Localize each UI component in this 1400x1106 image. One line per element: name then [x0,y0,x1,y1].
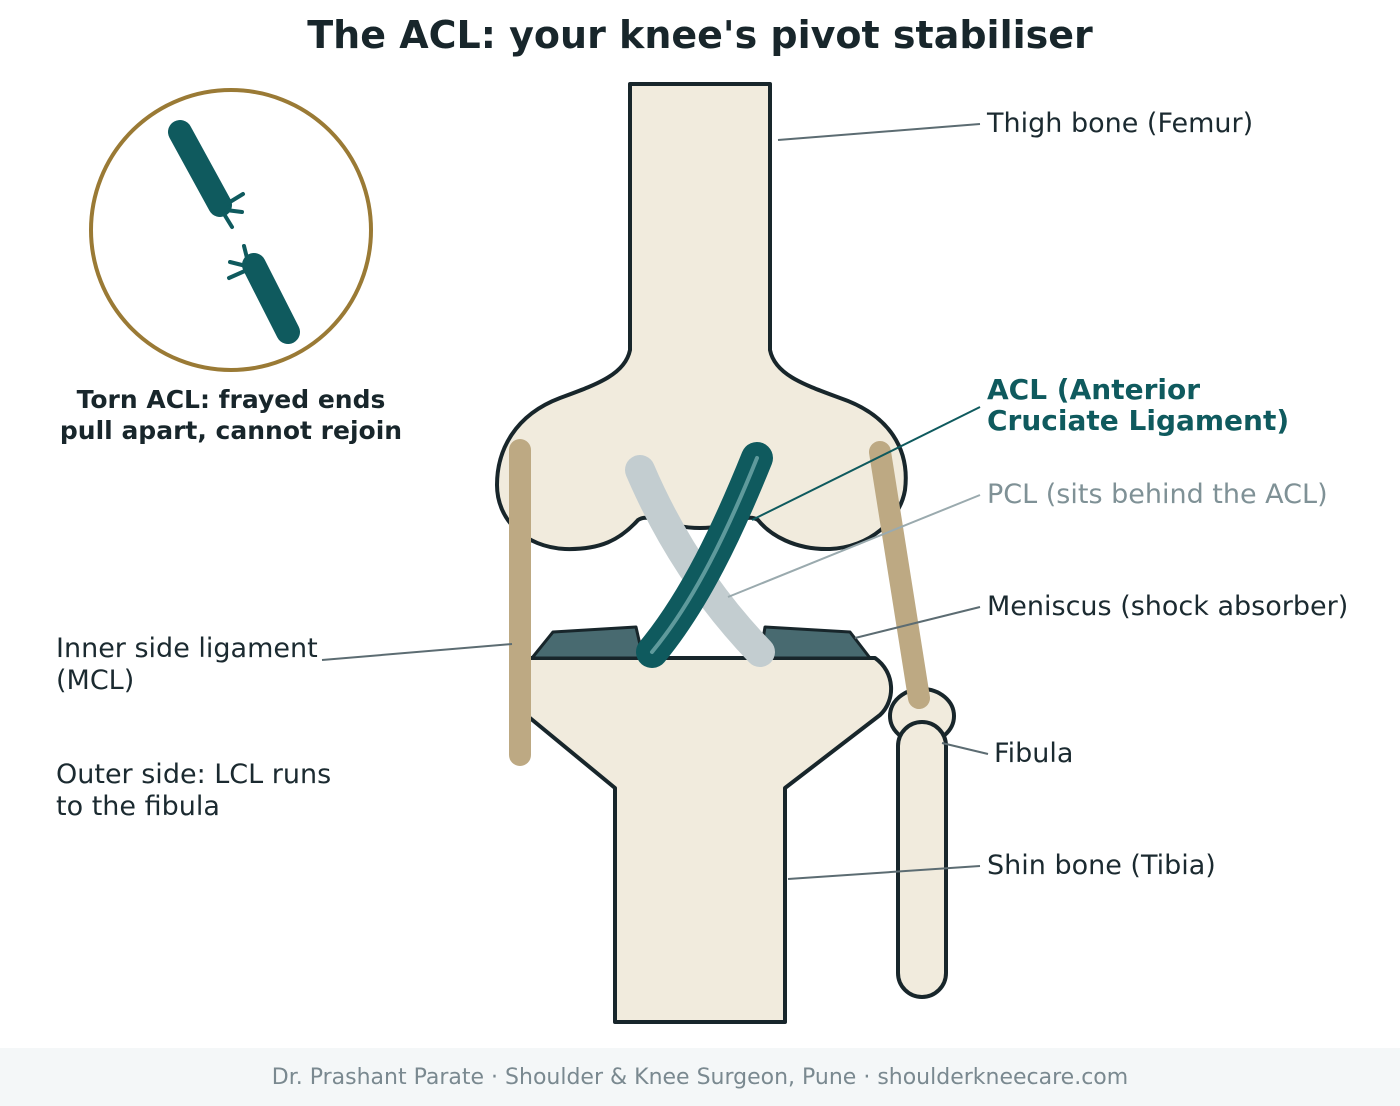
acl-highlight [650,456,759,654]
footer-credit: Dr. Prashant Parate · Shoulder & Knee Su… [0,1048,1400,1106]
label-pcl: PCL (sits behind the ACL) [987,479,1328,510]
torn-acl-inset: Torn ACL: frayed ends pull apart, cannot… [60,88,402,445]
torn-fragment-upper [168,120,232,217]
inset-circle [89,88,373,372]
torn-fragment-lower [242,253,300,344]
leader-meniscus [854,606,981,639]
label-fibula: Fibula [994,738,1073,769]
inset-caption-line2: pull apart, cannot rejoin [60,416,402,445]
lcl-ligament [869,441,930,709]
leader-acl [751,406,981,521]
frayed-end-upper [222,192,245,229]
label-mcl-line2: (MCL) [56,665,134,696]
frayed-end-lower [227,244,250,280]
knee-anatomy-diagram: The ACL: your knee's pivot stabiliser To… [56,13,1348,1024]
leader-pcl [727,494,981,598]
label-mcl-line1: Inner side ligament [56,633,318,664]
inset-caption-line1: Torn ACL: frayed ends [77,385,386,414]
label-tibia: Shin bone (Tibia) [987,850,1216,881]
label-meniscus: Meniscus (shock absorber) [987,591,1348,622]
leader-mcl [321,643,513,661]
label-acl-line2: Cruciate Ligament) [987,404,1289,437]
fibula-bone [896,720,948,999]
leader-fibula [941,742,989,755]
diagram-title: The ACL: your knee's pivot stabiliser [307,13,1093,57]
meniscus-outer [758,625,872,660]
label-lcl-line1: Outer side: LCL runs [56,759,331,790]
label-femur: Thigh bone (Femur) [986,108,1253,139]
tibia-bone [509,656,894,1024]
leader-tibia [787,865,981,880]
label-lcl-line2: to the fibula [56,791,220,822]
femur-bone [495,82,908,552]
label-acl-line1: ACL (Anterior [987,373,1200,406]
leader-femur [777,123,981,141]
meniscus-inner [530,625,645,660]
